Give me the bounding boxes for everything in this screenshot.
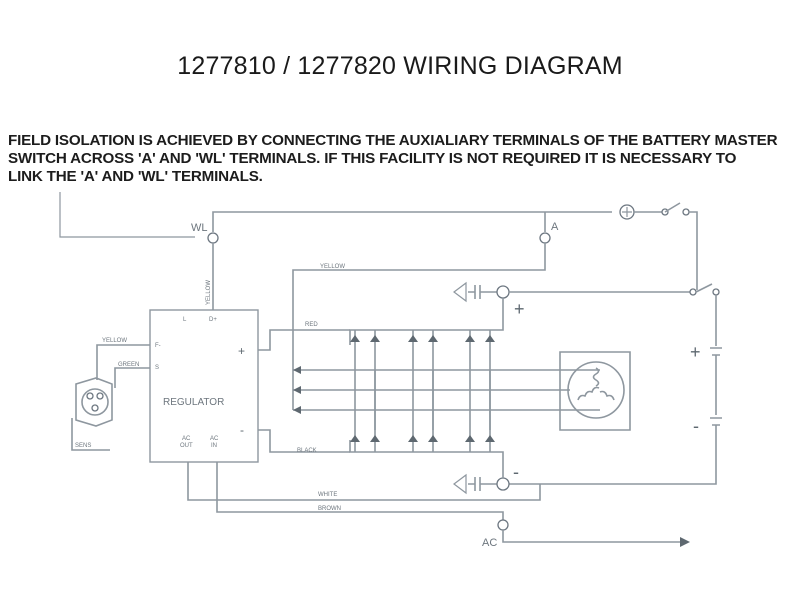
a-terminal <box>539 232 551 244</box>
diode-bottom-3 <box>408 435 418 442</box>
switch-terminal-b <box>682 208 690 216</box>
switch-blade <box>664 202 681 213</box>
sensor-label: SENS <box>75 443 91 449</box>
diagram-title: 1277810 / 1277820 WIRING DIAGRAM <box>177 52 623 80</box>
master-switch-blade <box>695 283 713 293</box>
ac-terminal <box>497 519 509 531</box>
stator-frame <box>559 351 631 431</box>
negative-capacitor-plates <box>468 477 497 491</box>
negative-capacitor-left <box>453 473 467 495</box>
yellow-top-wire <box>292 243 546 410</box>
diode-bottom-6 <box>485 435 495 442</box>
diode-top-6 <box>485 335 495 342</box>
white-wire-label: WHITE <box>318 492 337 498</box>
black-wire <box>258 429 350 453</box>
note-line-1: FIELD ISOLATION IS ACHIEVED BY CONNECTIN… <box>8 132 778 149</box>
lamp-filament <box>622 207 632 217</box>
regulator-pin-l: L <box>183 317 187 323</box>
wl-terminal <box>207 232 219 244</box>
regulator-pin-ac-in-1: AC <box>210 436 219 442</box>
battery-minus-label: - <box>693 416 699 436</box>
yellow-top-label: YELLOW <box>320 264 345 270</box>
red-wire-label: RED <box>305 322 318 328</box>
note-line-2: SWITCH ACROSS 'A' AND 'WL' TERMINALS. IF… <box>8 150 737 167</box>
diode-top-4 <box>428 335 438 342</box>
battery-cell-top <box>710 347 722 356</box>
regulator-pin-ac-out-1: AC <box>182 436 191 442</box>
stator-winding-icon <box>559 351 631 431</box>
diode-top-1 <box>350 335 360 342</box>
rectifier-diode-bank <box>350 330 495 452</box>
red-wire <box>258 329 350 351</box>
master-switch-terminal-a <box>689 288 697 296</box>
diode-bottom-4 <box>428 435 438 442</box>
regulator-pin-plus: + <box>238 344 245 358</box>
regulator-pin-f: F- <box>155 343 161 349</box>
sensor-ground-wire <box>71 418 110 451</box>
master-switch-terminal-b <box>712 288 720 296</box>
ac-terminal-label: AC <box>482 537 497 549</box>
sensor-pin-2 <box>96 392 104 400</box>
phase-arrow-3 <box>293 406 301 414</box>
positive-capacitor-plates <box>468 285 497 299</box>
battery-cell-bottom <box>710 417 722 426</box>
positive-output-label: + <box>514 299 525 319</box>
switch-to-battery-wire <box>689 211 698 290</box>
positive-output-terminal <box>496 285 510 299</box>
sensor-pin-1 <box>86 392 94 400</box>
green-wire <box>114 367 150 388</box>
a-terminal-label: A <box>551 221 559 233</box>
diode-bottom-5 <box>465 435 475 442</box>
positive-capacitor-left <box>453 281 467 303</box>
phase-arrow-1 <box>293 366 301 374</box>
negative-output-label: - <box>513 462 519 482</box>
negative-bus-bar <box>349 440 504 478</box>
yellow-vertical-label: YELLOW <box>206 280 212 305</box>
regulator-label: REGULATOR <box>163 397 224 408</box>
diode-top-2 <box>370 335 380 342</box>
brown-wire-label: BROWN <box>318 506 341 512</box>
stator-coil-1 <box>592 367 600 387</box>
stator-ring <box>567 361 625 419</box>
black-wire-label: BLACK <box>297 448 317 454</box>
regulator-box <box>149 309 259 463</box>
diode-top-5 <box>465 335 475 342</box>
sensor-face <box>81 388 109 416</box>
regulator-pin-ac-in-2: IN <box>211 443 217 449</box>
note-leader-line <box>59 192 195 238</box>
ac-output-arrow <box>680 537 690 547</box>
diode-top-3 <box>408 335 418 342</box>
stator-coil-3 <box>599 390 615 401</box>
regulator-pin-ac-out-2: OUT <box>180 443 193 449</box>
sensor-plug-icon <box>75 377 113 427</box>
regulator-pin-s: S <box>155 365 159 371</box>
field-isolation-note: FIELD ISOLATION IS ACHIEVED BY CONNECTIN… <box>8 132 798 186</box>
diode-bottom-1 <box>350 435 360 442</box>
stator-coil-2 <box>577 386 600 401</box>
phase-arrow-2 <box>293 386 301 394</box>
regulator-pin-d: D+ <box>209 317 217 323</box>
wl-top-wire <box>212 211 612 232</box>
brown-wire <box>216 462 504 520</box>
green-wire-label: GREEN <box>118 362 139 368</box>
yellow-left-wire <box>96 344 150 380</box>
battery-plus-label: + <box>690 342 701 362</box>
sensor-pin-3 <box>91 404 99 412</box>
negative-output-terminal <box>496 477 510 491</box>
ac-output-wire <box>502 530 682 543</box>
battery-negative-wire <box>509 425 717 485</box>
diode-bottom-2 <box>370 435 380 442</box>
yellow-left-label: YELLOW <box>102 338 127 344</box>
regulator-pin-minus: - <box>240 423 244 437</box>
white-wire <box>187 462 541 501</box>
sensor-housing <box>75 377 113 427</box>
positive-bus-bar <box>349 298 504 345</box>
note-line-3: LINK THE 'A' AND 'WL' TERMINALS. <box>8 168 263 185</box>
wl-terminal-label: WL <box>191 222 208 234</box>
